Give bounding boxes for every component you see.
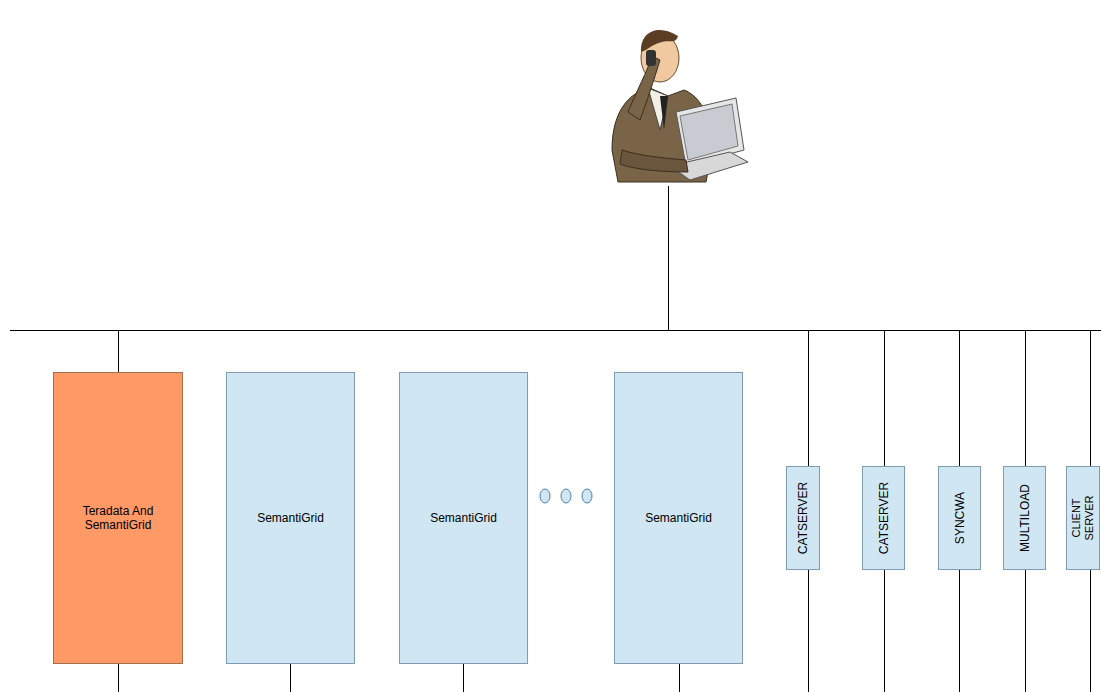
node-label: SemantiGrid [645,511,712,525]
user-figure [612,30,748,182]
service-box: SYNCWA [938,466,981,570]
service-box: CATSERVER [862,466,905,570]
node-label: CATSERVER [876,470,890,566]
node-label: SemantiGrid [430,511,497,525]
grid-server-box: SemantiGrid [226,372,355,664]
node-label: MULTILOAD [1017,470,1031,566]
service-box: CLIENT SERVER [1066,466,1100,570]
node-label: CLIENT SERVER [1070,488,1096,548]
grid-server-box: SemantiGrid [614,372,743,664]
node-label: Teradata And SemantiGrid [73,504,163,533]
database-server-box: Teradata And SemantiGrid [53,372,183,664]
service-box: MULTILOAD [1003,466,1046,570]
service-box: CATSERVER [786,466,820,570]
grid-server-box: SemantiGrid [399,372,528,664]
node-label: SYNCWA [952,470,966,566]
node-label: CATSERVER [796,470,810,566]
node-label: SemantiGrid [257,511,324,525]
